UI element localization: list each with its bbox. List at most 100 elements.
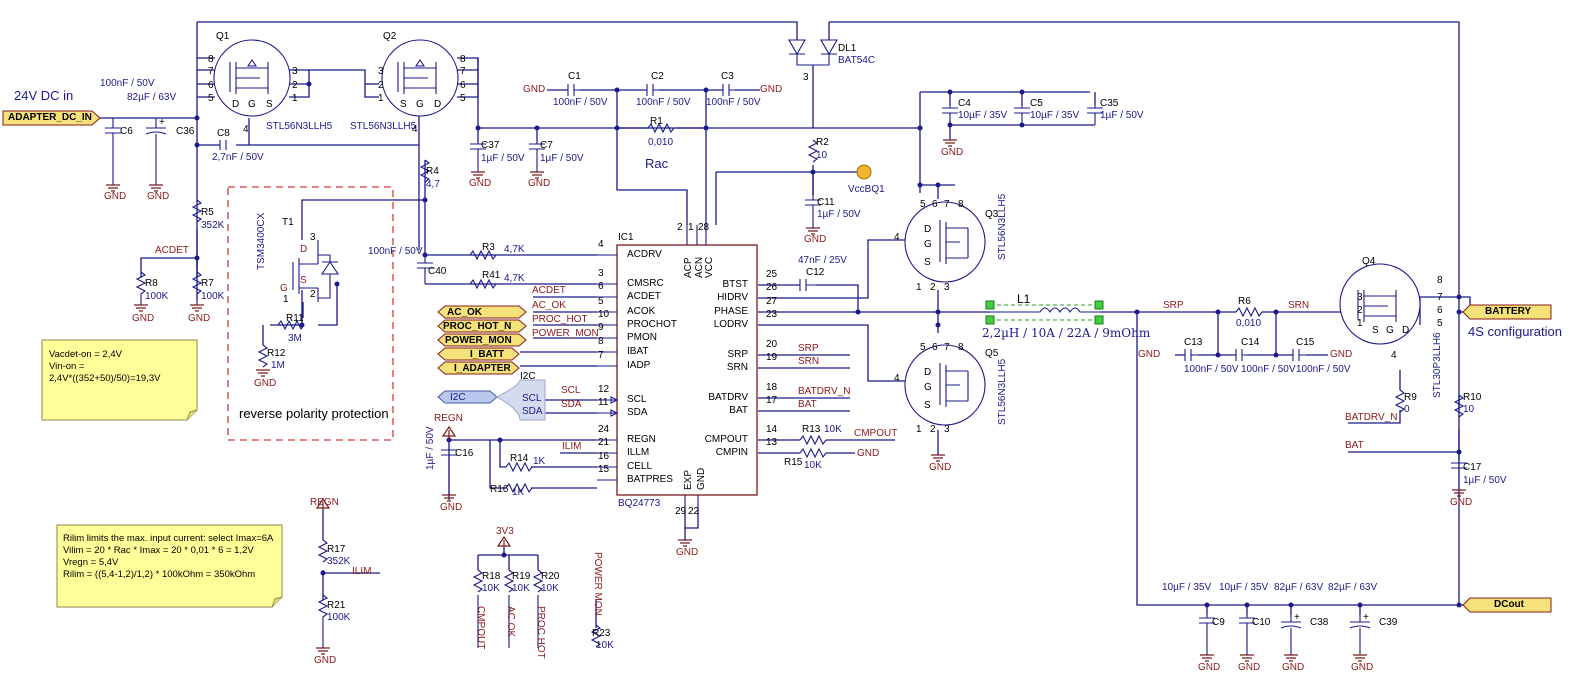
r4-ref: R4 (426, 166, 439, 177)
ic1-pin-num-21: 21 (598, 437, 610, 448)
c36-value: 82µF / 63V (127, 92, 177, 103)
r12-ref: R12 (267, 348, 286, 359)
ic1-pin-name-sda: SDA (627, 407, 648, 418)
net-regn: REGN (434, 413, 463, 424)
c2-ref: C2 (651, 71, 664, 82)
svg-text:2: 2 (930, 424, 936, 435)
net-cmpout-v: CMPOUT (475, 606, 486, 650)
svg-text:D: D (300, 244, 307, 255)
r8-value: 100K (145, 291, 169, 302)
net-ac-ok: AC_OK (532, 300, 566, 311)
svg-text:5: 5 (920, 199, 926, 210)
r7-value: 100K (201, 291, 225, 302)
c13-value: 100nF / 50V (1184, 364, 1239, 375)
inductor-l1[interactable] (985, 300, 1104, 325)
svg-text:D: D (434, 99, 441, 110)
svg-text:D: D (1402, 325, 1409, 336)
svg-text:5: 5 (208, 93, 214, 104)
ic1-pin-name-batdrv: BATDRV (708, 392, 748, 403)
net-regn-2: REGN (310, 497, 339, 508)
gnd-label-14: GND (1330, 349, 1353, 360)
ic1-pin-name-srp: SRP (727, 349, 748, 360)
c8-value: 2,7nF / 50V (212, 152, 264, 163)
svg-text:D: D (924, 367, 931, 378)
r19-value: 10K (512, 583, 530, 594)
q5-ref: Q5 (985, 348, 999, 359)
port-power-mon[interactable]: POWER_MON (445, 335, 512, 346)
c38-value: 82µF / 63V (1274, 582, 1324, 593)
testpoint-vccbq1[interactable] (856, 164, 872, 180)
r9-ref: R9 (1404, 392, 1417, 403)
c2-value: 100nF / 50V (636, 97, 691, 108)
gnd-label-3: GND (132, 313, 155, 324)
r8-ref: R8 (145, 278, 158, 289)
note-rilim (56, 524, 283, 608)
ic1-pin-num-6: 6 (598, 281, 604, 292)
port-adapter-dc-in[interactable]: ADAPTER_DC_IN (8, 112, 92, 123)
ic1-pin-name-vcc: VCC (704, 256, 715, 278)
rilim-line-4: Rilim = ((5,4-1,2)/1,2) * 100kOhm = 350k… (63, 569, 256, 580)
c38-ref: C38 (1310, 617, 1329, 628)
c15-ref: C15 (1296, 337, 1315, 348)
c1-value: 100nF / 50V (553, 97, 608, 108)
r23-value: 10K (596, 640, 614, 651)
gnd-label-5: GND (254, 378, 277, 389)
vadcet-line-2: Vin-on = (49, 361, 85, 372)
port-ac-ok[interactable]: AC_OK (447, 307, 483, 318)
ic1-pin-num-16: 16 (598, 451, 610, 462)
q2-value: STL56N3LLH5 (350, 121, 417, 132)
ic1-pin-name-acdrv: ACDRV (627, 249, 662, 260)
net-batdrv-n-2: BATDRV_N (1345, 412, 1398, 423)
port-i-adapter[interactable]: I_ADAPTER (454, 363, 511, 374)
gnd-label-17: GND (857, 448, 880, 459)
port-proc-hot-n[interactable]: PROC_HOT_N (443, 321, 512, 332)
svg-text:3: 3 (1357, 292, 1363, 303)
ic1-pin-name-regn: REGN (627, 434, 656, 445)
port-i-batt[interactable]: I_BATT (470, 349, 505, 360)
ic1-pin-num-29: 29 (675, 506, 687, 517)
svg-text:3: 3 (292, 66, 298, 77)
port-battery[interactable]: BATTERY (1485, 306, 1532, 317)
ic1-pin-name-gnd: GND (696, 467, 707, 490)
c40-value: 100nF / 50V (368, 246, 423, 257)
svg-text:3: 3 (803, 72, 809, 83)
diode-dl1[interactable]: 3 (788, 39, 838, 83)
svg-text:2: 2 (930, 282, 936, 293)
ic1-pin-name-scl: SCL (627, 394, 647, 405)
svg-text:7: 7 (944, 199, 950, 210)
ic1-pin-name-phase: PHASE (714, 306, 748, 317)
svg-text:2: 2 (1357, 305, 1363, 316)
net-srn: SRN (798, 356, 820, 367)
r9-value: 0 (1404, 404, 1410, 415)
vadcet-line-3: 2,4V*((352+50)/50)=19,3V (49, 373, 161, 384)
c4-ref: C4 (958, 98, 971, 109)
rilim-line-2: Vilim = 20 * Rac * Imax = 20 * 0,01 * 6 … (63, 545, 254, 556)
svg-text:2: 2 (378, 80, 384, 91)
svg-text:3: 3 (310, 232, 316, 243)
port-dcout[interactable]: DCout (1494, 599, 1524, 610)
ic1-pin-name-lodrv: LODRV (713, 319, 748, 330)
transistor-t1[interactable]: DSG 321 (280, 232, 340, 305)
net-power-mon: POWER_MON (532, 328, 599, 339)
svg-text:8: 8 (1437, 275, 1443, 286)
port-i2c[interactable]: I2C (450, 392, 466, 403)
reverse-polarity-label: reverse polarity protection (239, 406, 389, 421)
ic1-pin-name-hidrv: HIDRV (717, 292, 748, 303)
gnd-label-8: GND (523, 84, 546, 95)
c3-ref: C3 (721, 71, 734, 82)
ic1-pin-num-3: 3 (598, 268, 604, 279)
r19-ref: R19 (512, 571, 531, 582)
r6-ref: R6 (1238, 296, 1251, 307)
r18-value: 10K (482, 583, 500, 594)
ic1-pin-name-ibat: IBAT (627, 346, 649, 357)
ic1-pin-name-pmon: PMON (627, 332, 657, 343)
c3-value: 100nF / 50V (706, 97, 761, 108)
svg-text:6: 6 (932, 342, 938, 353)
c39-ref: C39 (1379, 617, 1398, 628)
